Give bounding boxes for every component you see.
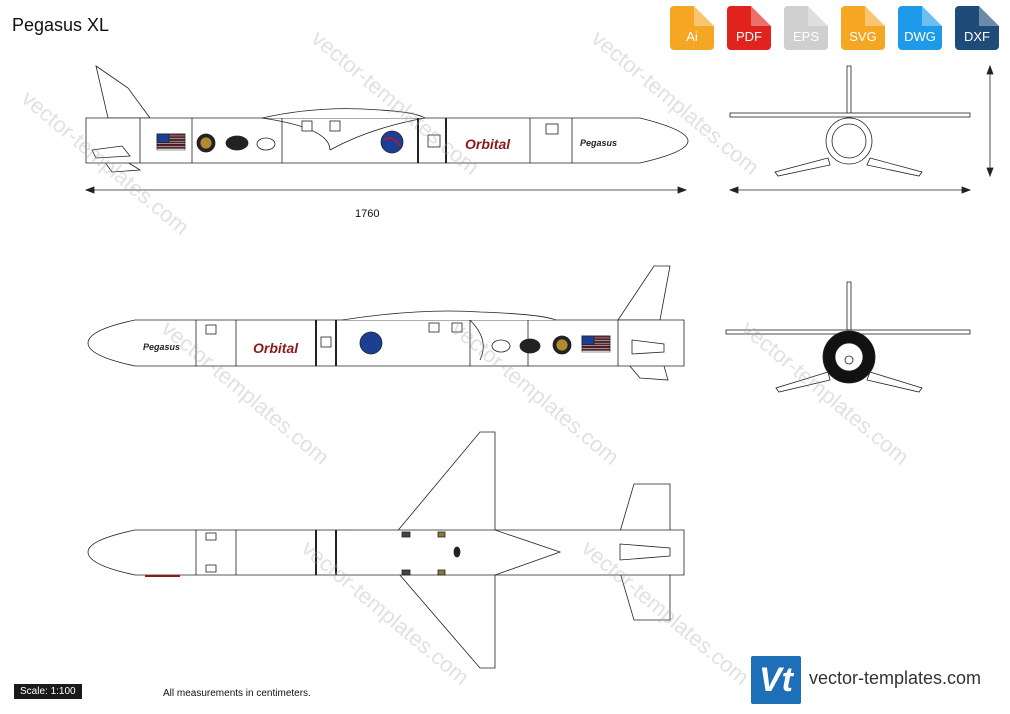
download-pdf-button[interactable]: PDF xyxy=(727,6,771,50)
rear-view xyxy=(728,64,994,194)
top-view xyxy=(87,431,685,669)
side-view-right xyxy=(87,265,685,381)
download-svg-button[interactable]: SVG xyxy=(841,6,885,50)
measurement-note: All measurements in centimeters. xyxy=(163,688,311,699)
download-ai-button[interactable]: Ai xyxy=(670,6,714,50)
format-label: DXF xyxy=(964,29,990,44)
width-dimension-label: 1760 xyxy=(355,208,380,220)
format-label: DWG xyxy=(904,29,936,44)
format-label: Ai xyxy=(686,29,698,44)
page-title: Pegasus XL xyxy=(12,15,110,35)
file-icon xyxy=(694,6,714,26)
pegasus-decal-top: Pegasus xyxy=(580,138,617,148)
download-dwg-button[interactable]: DWG xyxy=(898,6,942,50)
format-label: SVG xyxy=(849,29,877,44)
download-dxf-button[interactable]: DXF xyxy=(955,6,999,50)
pegasus-decal-bottom: Pegasus xyxy=(143,342,180,352)
file-icon xyxy=(865,6,885,26)
format-label: EPS xyxy=(792,29,819,44)
width-dimension-line xyxy=(84,186,688,194)
brand-logo-icon: Vt xyxy=(751,656,801,704)
format-label: PDF xyxy=(736,29,762,44)
file-icon xyxy=(808,6,828,26)
brand-name: vector-templates.com xyxy=(809,668,982,688)
orbital-decal-bottom: Orbital xyxy=(253,340,299,356)
file-icon xyxy=(979,6,999,26)
download-eps-button[interactable]: EPS xyxy=(784,6,828,50)
file-icon xyxy=(751,6,771,26)
orbital-decal-top: Orbital xyxy=(465,136,511,152)
scale-label: Scale: 1:100 xyxy=(14,684,82,699)
file-icon xyxy=(922,6,942,26)
front-view xyxy=(725,281,971,393)
side-view-left xyxy=(85,65,689,173)
